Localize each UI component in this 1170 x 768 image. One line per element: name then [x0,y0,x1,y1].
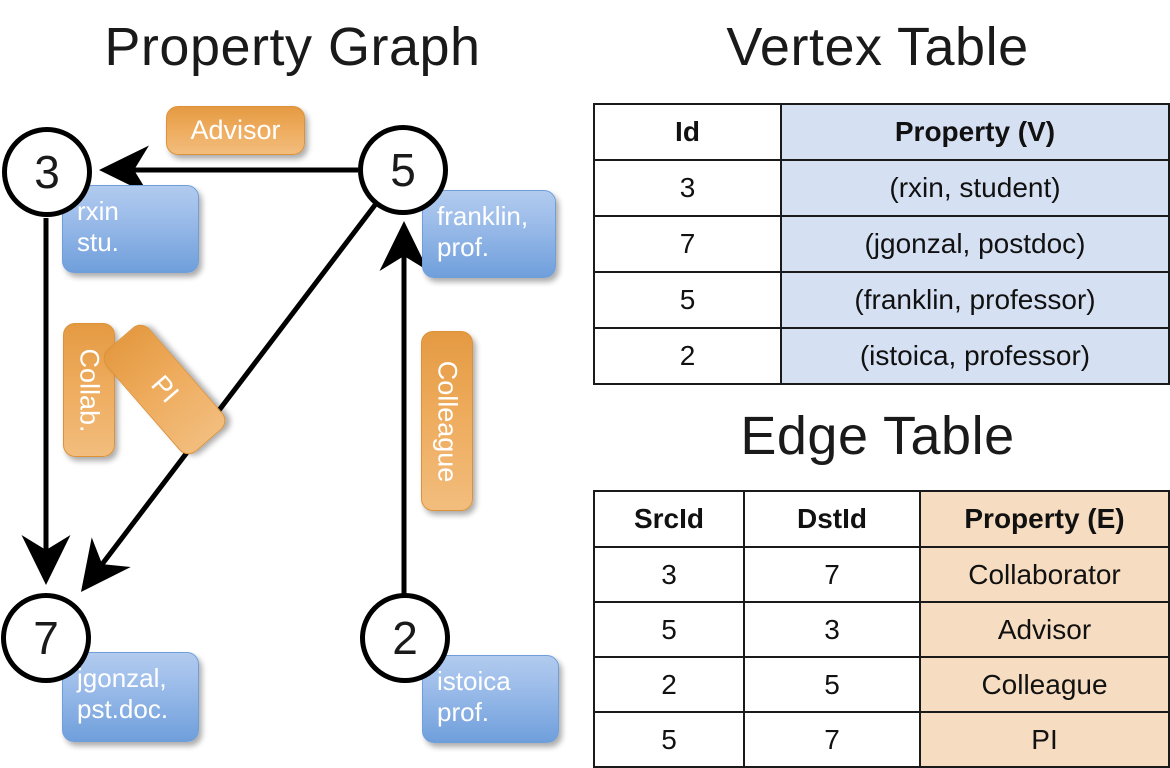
edge-label-collab: Collab. [63,323,115,457]
vertex-row-2-property: (franklin, professor) [780,271,1170,329]
edge-row-3-property: PI [919,711,1170,768]
edge-table-title: Edge Table [740,406,1015,466]
edge-row-0-src: 3 [593,546,745,603]
edge-row-1-dst: 3 [743,601,921,658]
vertex-row-0-id: 3 [593,159,782,217]
vertex-property-3-line1: rxin [77,196,119,226]
vertex-row-0-property: (rxin, student) [780,159,1170,217]
vertex-property-5-line2: prof. [437,231,490,262]
graph-node-5[interactable]: 5 [358,125,448,215]
edge-row-1-property: Advisor [919,601,1170,658]
edge-row-2-src: 2 [593,656,745,713]
edge-table-header-property: Property (E) [919,490,1170,548]
vertex-row-2-id: 5 [593,271,782,329]
vertex-property-5-line1: franklin, [437,201,529,231]
edge-5-to-7 [80,203,377,592]
table-row: 5 7 PI [593,711,1170,768]
vertex-property-7-line2: pst.doc. [77,693,169,724]
edge-row-3-src: 5 [593,711,745,768]
vertex-property-3-line2: stu. [77,226,119,257]
table-row: 3 7 Collaborator [593,546,1170,603]
vertex-table-title: Vertex Table [726,17,1029,77]
vertex-table: Id Property (V) 3 (rxin, student) 7 (jgo… [593,103,1170,385]
vertex-property-box-2: istoica prof. [422,655,559,743]
vertex-row-3-id: 2 [593,327,782,385]
graph-node-3[interactable]: 3 [2,127,92,217]
table-row: 5 (franklin, professor) [593,271,1170,329]
graph-node-7-label: 7 [33,612,59,664]
property-graph-panel: Property Graph rxin stu. franklin, prof.… [0,0,585,760]
edge-table-header-row: SrcId DstId Property (E) [593,490,1170,548]
vertex-table-header-id: Id [593,103,782,161]
edge-label-advisor: Advisor [166,106,305,155]
edge-label-collab-text: Collab. [74,347,105,433]
graph-node-5-label: 5 [390,144,416,196]
property-graph-title: Property Graph [104,17,481,77]
vertex-property-box-3: rxin stu. [62,185,199,273]
table-row: 2 (istoica, professor) [593,327,1170,385]
edge-row-2-dst: 5 [743,656,921,713]
table-row: 3 (rxin, student) [593,159,1170,217]
edge-row-1-src: 5 [593,601,745,658]
vertex-property-2-line2: prof. [437,696,490,727]
edge-table-header-dstid: DstId [743,490,921,548]
vertex-table-header-property: Property (V) [780,103,1170,161]
edge-label-advisor-text: Advisor [190,115,281,145]
table-row: 7 (jgonzal, postdoc) [593,215,1170,273]
edge-label-pi-text: PI [145,369,185,409]
graph-node-3-label: 3 [34,146,60,198]
edge-label-colleague-text: Colleague [432,360,463,482]
edge-row-3-dst: 7 [743,711,921,768]
edge-row-2-property: Colleague [919,656,1170,713]
table-row: 2 5 Colleague [593,656,1170,713]
vertex-property-box-7: jgonzal, pst.doc. [62,652,199,742]
graph-node-2-label: 2 [392,612,418,664]
vertex-row-3-property: (istoica, professor) [780,327,1170,385]
edge-table-header-srcid: SrcId [593,490,745,548]
vertex-property-box-5: franklin, prof. [422,190,556,278]
vertex-table-header-row: Id Property (V) [593,103,1170,161]
vertex-row-1-id: 7 [593,215,782,273]
edge-row-0-property: Collaborator [919,546,1170,603]
edge-row-0-dst: 7 [743,546,921,603]
graph-edges [21,145,429,594]
edge-table: SrcId DstId Property (E) 3 7 Collaborato… [593,490,1170,768]
edge-label-colleague: Colleague [421,331,473,511]
graph-node-7[interactable]: 7 [1,593,91,683]
vertex-row-1-property: (jgonzal, postdoc) [780,215,1170,273]
graph-node-2[interactable]: 2 [360,593,450,683]
vertex-property-7-line1: jgonzal, [77,663,167,693]
table-row: 5 3 Advisor [593,601,1170,658]
vertex-property-2-line1: istoica [437,666,511,696]
